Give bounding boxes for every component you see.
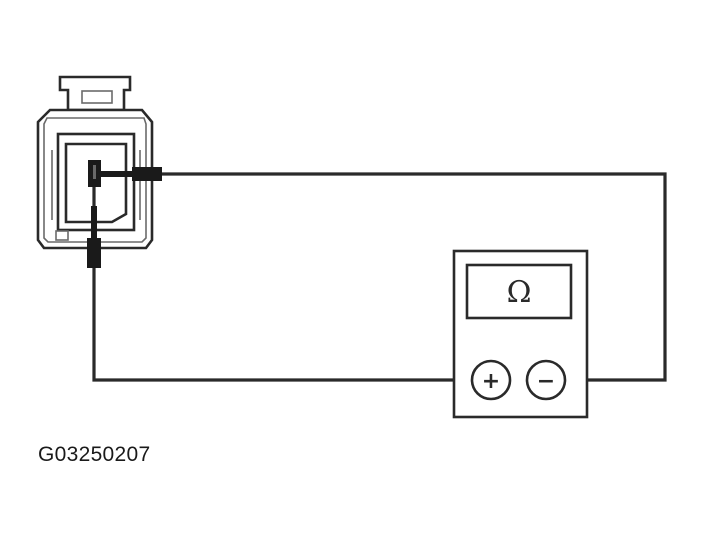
multimeter-display bbox=[465, 263, 573, 320]
connector-terminal-pin bbox=[88, 160, 101, 187]
connector-latch bbox=[58, 75, 132, 112]
meter-terminal-negative-label: − bbox=[537, 369, 555, 394]
meter-terminal-positive-label: + bbox=[482, 369, 500, 394]
connector-body-inner-edge bbox=[43, 117, 147, 243]
probe-tip-positive-shank bbox=[91, 206, 97, 240]
connector-terminal-pin-highlight bbox=[93, 165, 96, 179]
connector-bottom-tab bbox=[55, 230, 69, 241]
meter-terminal-positive bbox=[470, 359, 512, 401]
probe-tip-negative-shank bbox=[101, 171, 133, 177]
electrical-connector bbox=[36, 75, 154, 250]
meter-terminal-negative bbox=[525, 359, 567, 401]
lead-wire-negative bbox=[101, 172, 667, 382]
probe-tip-positive bbox=[87, 238, 101, 268]
probe-tip-negative bbox=[132, 167, 162, 181]
connector-latch-inner bbox=[81, 90, 113, 104]
probe-leads bbox=[87, 167, 667, 382]
multimeter: Ω + − bbox=[452, 249, 589, 419]
figure-code: G03250207 bbox=[38, 443, 151, 466]
multimeter-display-symbol: Ω bbox=[507, 275, 532, 310]
